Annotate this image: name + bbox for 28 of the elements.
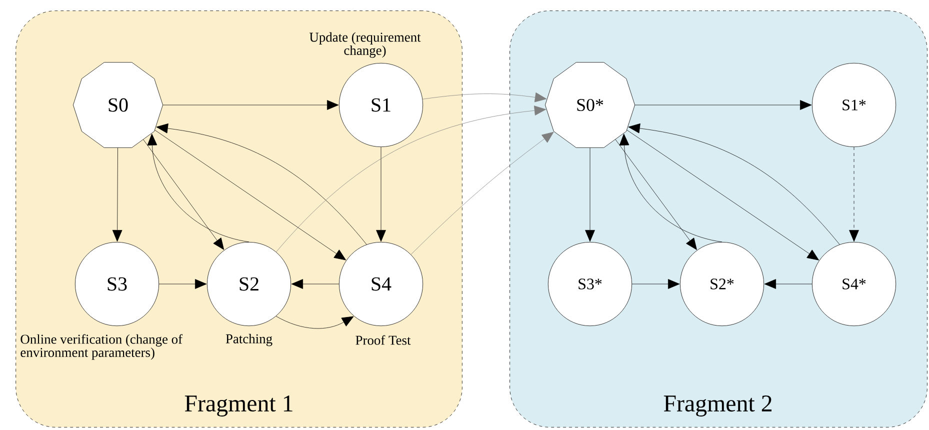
arrow xyxy=(849,146,859,242)
state-caption: Patching xyxy=(226,334,272,346)
arrow xyxy=(291,279,340,289)
state-caption: Online verification (change of environment parameters) xyxy=(20,334,183,360)
arrow xyxy=(147,134,250,242)
arrow xyxy=(156,123,367,245)
arrow xyxy=(158,279,207,289)
arrow xyxy=(628,123,840,245)
arrow xyxy=(619,134,722,242)
state-caption: Update (requirement change) xyxy=(309,32,421,58)
arrow xyxy=(585,148,595,242)
state-caption: Proof Test xyxy=(356,335,411,345)
arrow xyxy=(376,146,386,242)
initial-state-polygon: S0* xyxy=(544,62,636,148)
arrow xyxy=(410,132,554,255)
arrow xyxy=(422,92,547,102)
arrow xyxy=(632,279,680,289)
arrow xyxy=(615,139,697,250)
arrow xyxy=(162,100,339,110)
arrow xyxy=(276,316,354,329)
arrow xyxy=(154,130,346,260)
initial-state-polygon: S0 xyxy=(72,62,164,148)
arrow xyxy=(112,148,122,242)
arrow xyxy=(764,279,812,289)
arrow xyxy=(143,139,224,250)
arrow xyxy=(276,106,546,252)
arrow xyxy=(626,130,819,260)
arrow xyxy=(634,100,812,110)
